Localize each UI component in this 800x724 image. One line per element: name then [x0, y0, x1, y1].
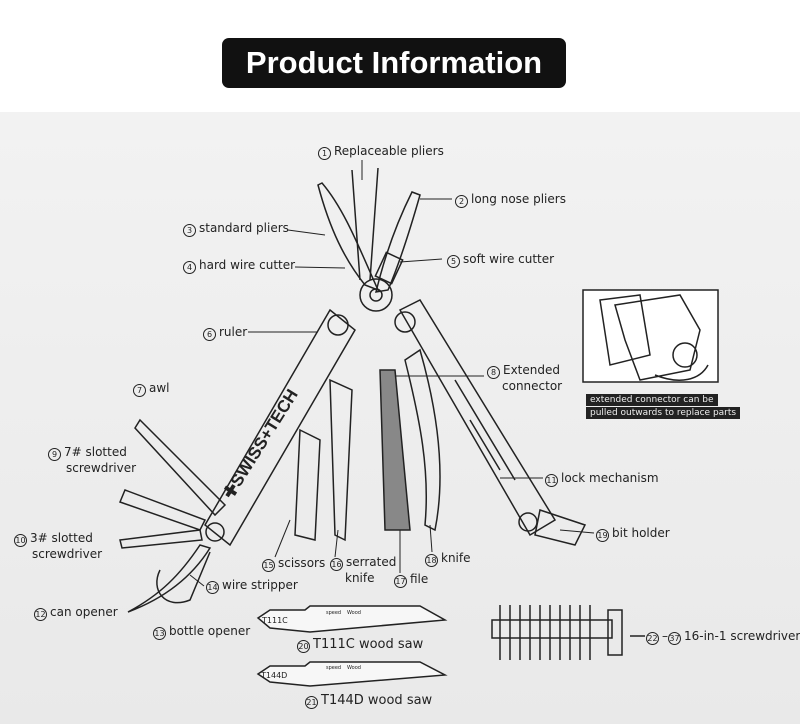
wire-cutter-insert [374, 251, 404, 285]
screwdriver-3 [119, 529, 203, 549]
scissors [294, 428, 321, 541]
screwdriver-7 [119, 489, 207, 531]
plier-pivot [359, 278, 393, 312]
can-opener [127, 544, 212, 613]
svg-text:Wood: Wood [347, 610, 361, 616]
plier-nose-center [351, 167, 379, 281]
connector-note-line-1: extended connector can be [586, 394, 718, 406]
knife [404, 348, 441, 532]
svg-text:speed: speed [326, 610, 341, 616]
plier-jaw-left [317, 182, 380, 292]
saw-code: T144D [260, 671, 287, 680]
lock-mechanism [454, 379, 516, 481]
awl [134, 418, 227, 517]
left-handle [204, 308, 356, 547]
svg-text:speed: speed [326, 665, 341, 671]
right-handle [398, 299, 557, 537]
connector-note-line-2: pulled outwards to replace parts [586, 407, 741, 419]
svg-text:Wood: Wood [347, 665, 361, 671]
file [379, 369, 411, 531]
saw-blade-t144d: T144D speed Wood [256, 661, 448, 687]
saw-blade-t111c: T111C speed Wood [256, 605, 448, 633]
bit-holder [534, 509, 587, 546]
page-title: Product Information [222, 38, 566, 88]
screwdriver-bit-set [491, 605, 645, 660]
saw-code: T111C [261, 616, 288, 625]
bottle-opener [156, 551, 211, 604]
serrated-knife [329, 378, 353, 542]
plier-jaw-right [375, 191, 421, 293]
